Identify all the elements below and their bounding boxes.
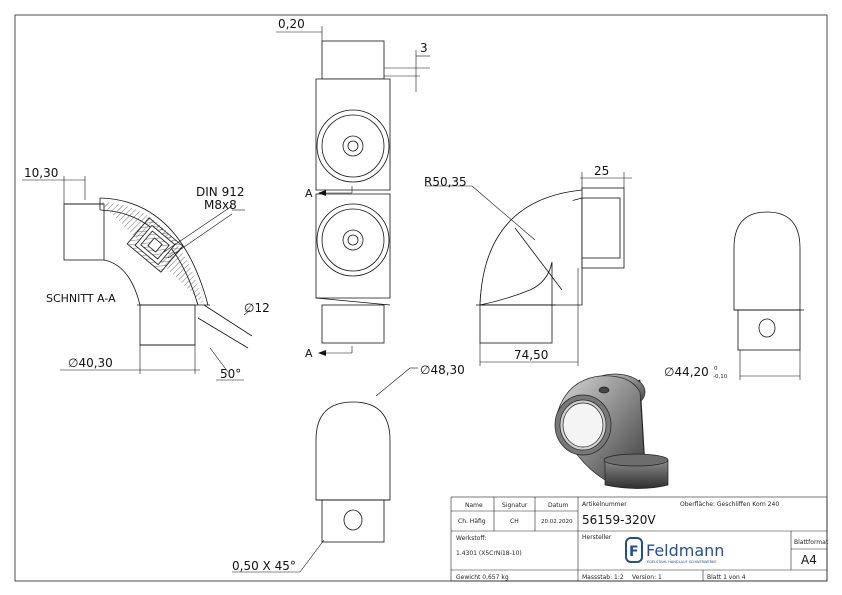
dim-chamfer: 0,50 X 45° (232, 559, 296, 573)
dim-dia-right: ∅44,20 (664, 365, 709, 379)
dim-socket-depth: 10,30 (24, 166, 58, 180)
section-view (63, 197, 253, 349)
section-label: SCHNITT A-A (46, 292, 116, 305)
dim-angle: 50° (220, 367, 241, 381)
tol-lower: -0,10 (713, 374, 728, 380)
end-view-right (733, 211, 804, 351)
logo-subtitle: EDELSTAHL HANDLAUF SCHWERWERKE (647, 560, 717, 564)
bottom-view (315, 401, 391, 543)
tb-artikelnummer-value: 56159-320V (582, 513, 656, 527)
tb-col-datum: Datum (548, 502, 568, 509)
tol-upper: 0 (714, 366, 718, 372)
tb-col-signatur: Signatur (502, 502, 528, 509)
dim-top-offset: 3 (420, 41, 428, 55)
dim-socket-width: 25 (594, 164, 609, 178)
dim-dia-bottom: ∅48,30 (420, 363, 465, 377)
section-marker-bottom: A (305, 347, 313, 360)
dim-radius: R50,35 (424, 175, 467, 189)
tb-artikelnummer-label: Artikelnummer (582, 501, 627, 508)
tb-gewicht: Gewicht 0,657 kg (456, 574, 509, 581)
dim-overall-width: 74,50 (514, 348, 548, 362)
svg-text:F: F (629, 544, 639, 560)
front-view (315, 40, 391, 344)
tb-oberflaeche: Oberfläche: Geschliffen Korn 240 (680, 501, 779, 508)
tb-werkstoff-label: Werkstoff: (456, 535, 487, 542)
dim-wall-thickness: 0,20 (278, 17, 305, 31)
tb-blattformat-label: Blattformat (794, 539, 829, 546)
isometric-view (554, 373, 669, 489)
section-marker-top: A (305, 187, 313, 200)
tb-blatt: Blatt 1 von 4 (707, 574, 746, 581)
tb-hersteller-label: Hersteller (582, 534, 612, 541)
tb-version: Version: 1 (632, 574, 662, 581)
tb-col-name: Name (465, 502, 483, 509)
screw-label-din: DIN 912 (196, 185, 244, 199)
dim-outer-dia-left: ∅40,30 (68, 356, 113, 370)
screw-label-size: M8x8 (204, 198, 237, 212)
sheet-border (14, 14, 828, 582)
tb-blattformat-value: A4 (801, 553, 817, 567)
dim-hole-dia: ∅12 (244, 301, 270, 315)
title-block (450, 496, 828, 582)
feldmann-logo: F Feldmann EDELSTAHL HANDLAUF SCHWERWERK… (625, 537, 724, 564)
tb-massstab: Massstab: 1:2 (582, 574, 624, 581)
logo-text: Feldmann (646, 541, 724, 560)
tb-datum-value: 20.02.2020 (541, 519, 573, 525)
tb-werkstoff-value: 1.4301 (X5CrNi18-10) (456, 550, 522, 557)
tb-name-value: Ch. Häfig (458, 518, 486, 525)
tb-signatur-value: CH (510, 518, 519, 525)
side-view (476, 187, 625, 344)
